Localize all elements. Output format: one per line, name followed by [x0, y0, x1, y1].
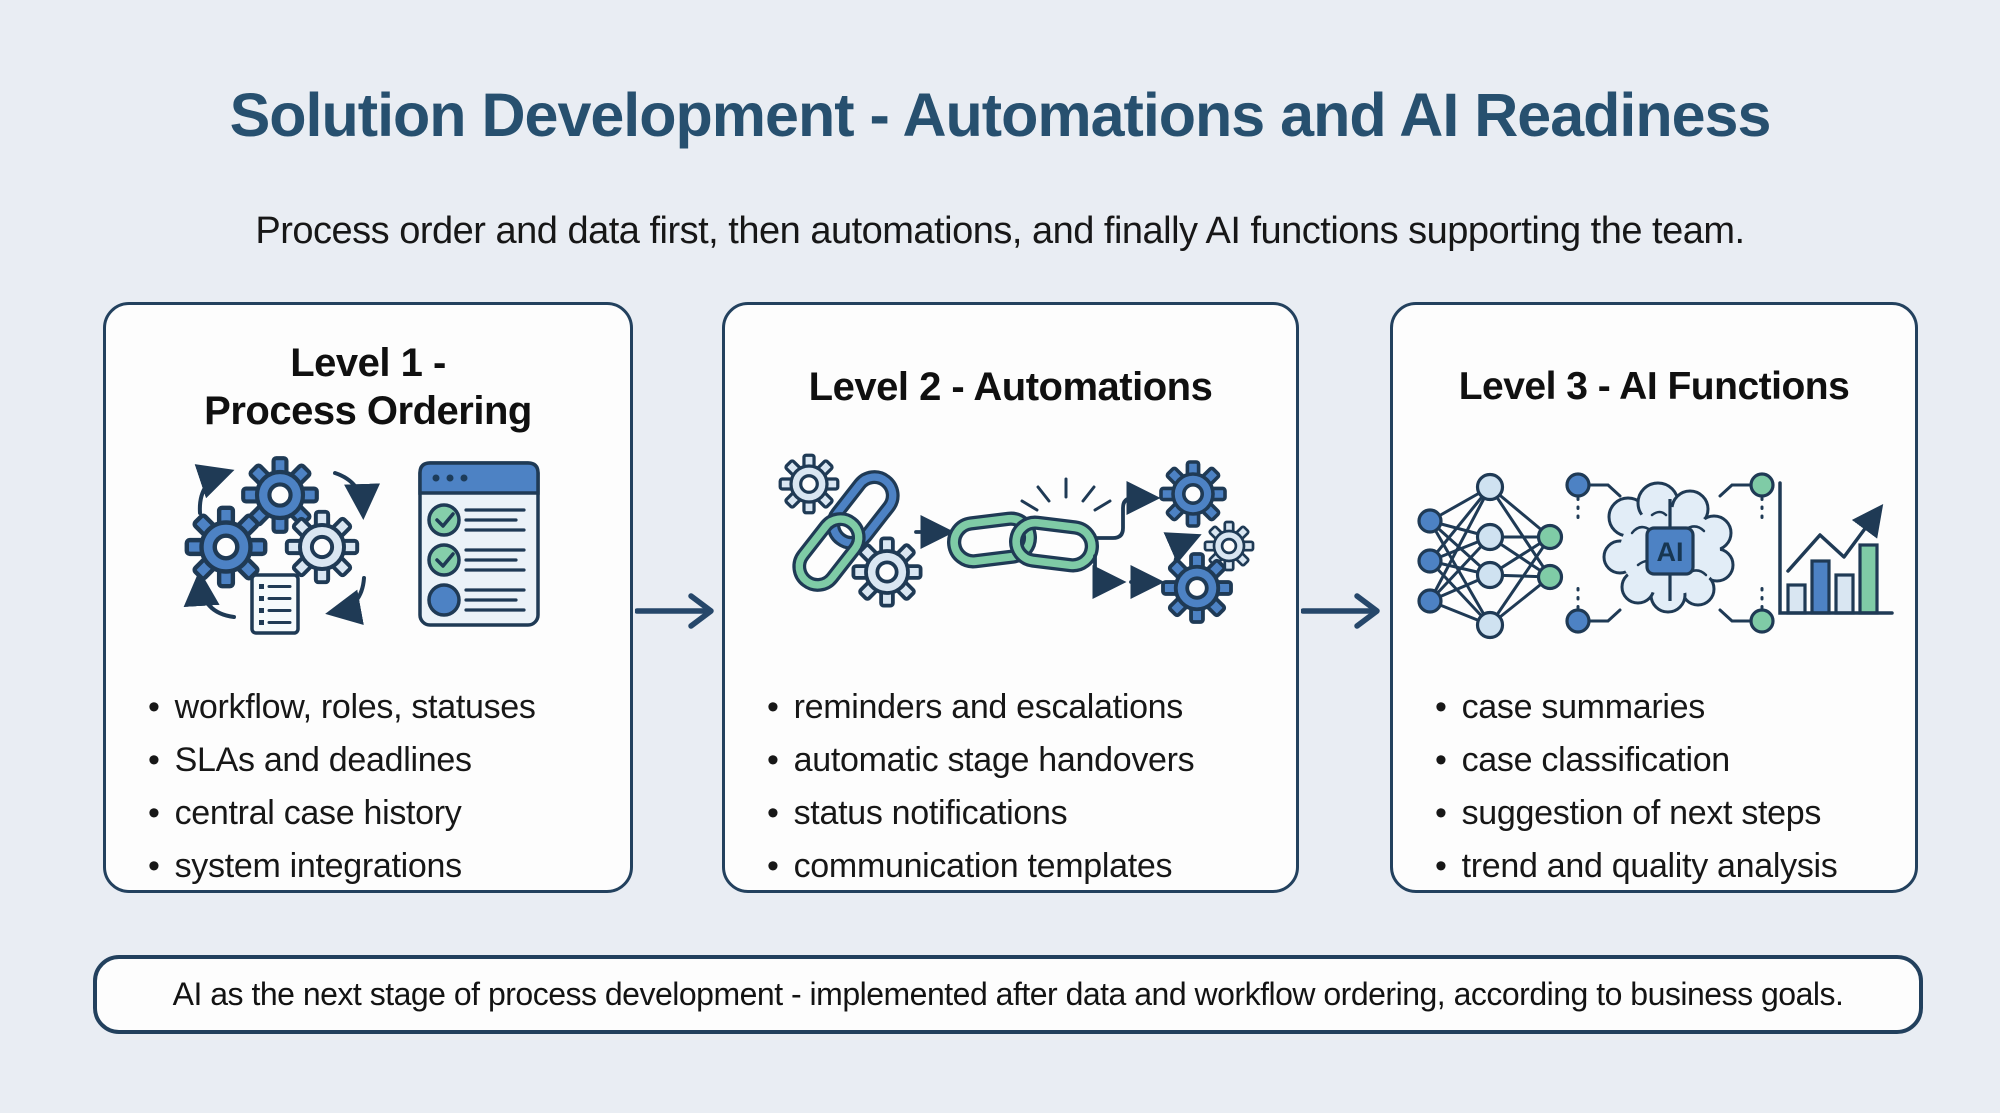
- card-level-1-title: Level 1 - Process Ordering: [114, 333, 622, 441]
- card-level-1-icons: [106, 443, 630, 655]
- branching-arrows-gears-icon: [1091, 459, 1254, 624]
- bullet-item: status notifications: [767, 793, 1282, 833]
- bullet-item: case summaries: [1435, 687, 1901, 727]
- neural-network-icon: [1417, 472, 1564, 640]
- card-level-2-title: Level 2 - Automations: [733, 333, 1288, 441]
- card-level-1-bullets: workflow, roles, statuses SLAs and deadl…: [148, 687, 616, 899]
- page-subtitle: Process order and data first, then autom…: [255, 210, 1745, 252]
- footer-note-text: AI as the next stage of process developm…: [172, 976, 1844, 1012]
- process-gears-cycle-icon: [183, 458, 381, 635]
- flow-arrow-1-icon: [635, 593, 714, 629]
- card-level-3: Level 3 - AI Functions: [1390, 302, 1918, 893]
- card-level-1-title-line1: Level 1 -: [290, 341, 446, 385]
- bullet-item: case classification: [1435, 740, 1901, 780]
- card-level-2: Level 2 - Automations: [722, 302, 1299, 893]
- card-level-2-icons: [725, 443, 1296, 655]
- bullet-item: automatic stage handovers: [767, 740, 1282, 780]
- card-level-2-bullets: reminders and escalations automatic stag…: [767, 687, 1282, 899]
- flow-arrow-2-icon: [1301, 593, 1380, 629]
- footer-note: AI as the next stage of process developm…: [93, 955, 1923, 1034]
- card-level-3-icons: AI: [1393, 443, 1915, 655]
- bullet-item: suggestion of next steps: [1435, 793, 1901, 833]
- bullet-item: system integrations: [148, 846, 616, 886]
- card-level-1: Level 1 - Process Ordering: [103, 302, 633, 893]
- checklist-window-icon: [418, 461, 540, 627]
- bullet-item: workflow, roles, statuses: [148, 687, 616, 727]
- card-level-3-title: Level 3 - AI Functions: [1401, 333, 1907, 441]
- bullet-item: communication templates: [767, 846, 1282, 886]
- gears-chain-cluster-icon: [778, 453, 922, 607]
- card-level-3-bullets: case summaries case classification sugge…: [1435, 687, 1901, 899]
- bullet-item: central case history: [148, 793, 616, 833]
- card-level-2-title-line1: Level 2 - Automations: [808, 365, 1213, 409]
- document-list-icon: [250, 573, 300, 635]
- linked-chain-burst-icon: [951, 477, 1111, 567]
- ai-brain-chip-icon: AI: [1565, 472, 1775, 634]
- card-level-1-title-line2: Process Ordering: [204, 389, 532, 433]
- growth-bar-chart-icon: [1778, 481, 1894, 615]
- page-title: Solution Development - Automations and A…: [229, 81, 1772, 149]
- bullet-item: trend and quality analysis: [1435, 846, 1901, 886]
- bullet-item: reminders and escalations: [767, 687, 1282, 727]
- bullet-item: SLAs and deadlines: [148, 740, 616, 780]
- card-level-3-title-line1: Level 3 - AI Functions: [1458, 364, 1850, 408]
- ai-chip-label: AI: [1657, 537, 1684, 567]
